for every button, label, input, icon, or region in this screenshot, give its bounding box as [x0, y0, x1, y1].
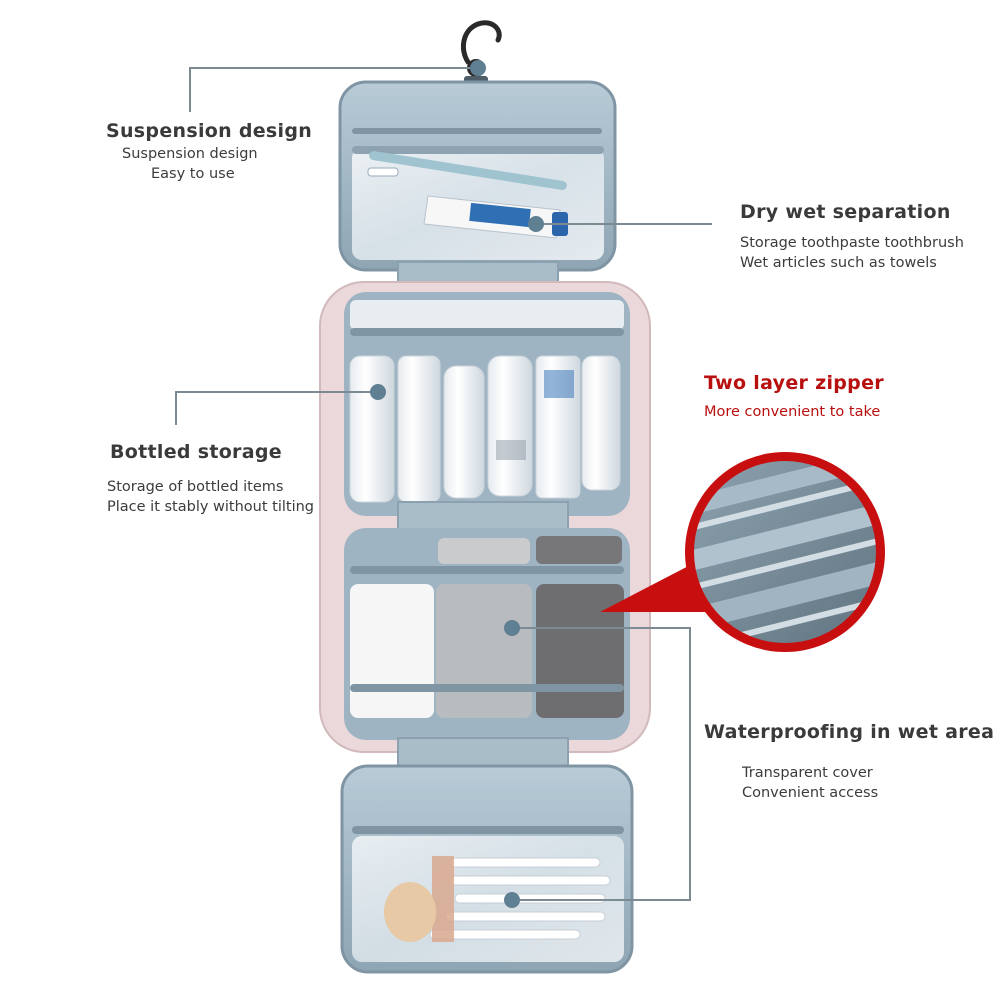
callout-lines: [175, 67, 712, 901]
bottom-panel: [340, 737, 634, 974]
toothbrush-icon: [367, 151, 567, 190]
bottle-icon: [349, 355, 621, 503]
desc-line: Storage of bottled items: [107, 479, 284, 495]
feature-waterproofing: Waterproofing in wet area Transparent co…: [704, 721, 996, 803]
desc-line: Place it stably without tilting: [107, 499, 315, 515]
feature-title: Bottled storage: [110, 441, 282, 463]
toothpaste-icon: [423, 195, 568, 239]
desc-line: Storage toothpaste toothbrush: [740, 235, 964, 251]
main-bag-body: [319, 281, 651, 753]
desc-line: Suspension design: [122, 146, 258, 162]
feature-suspension: Suspension design Suspension design Easy…: [106, 120, 316, 184]
feature-desc: Transparent cover Convenient access: [704, 763, 996, 803]
desc-line: More convenient to take: [704, 404, 881, 420]
desc-line: Wet articles such as towels: [740, 255, 937, 271]
feature-title: Two layer zipper: [704, 372, 884, 394]
desc-line: Transparent cover: [742, 765, 873, 781]
feature-title: Dry wet separation: [740, 201, 951, 223]
top-panel: [338, 80, 617, 297]
feature-dry-wet: Dry wet separation Storage toothpaste to…: [740, 201, 990, 273]
callout-dots: [370, 60, 544, 908]
feature-desc: Storage toothpaste toothbrush Wet articl…: [740, 233, 990, 273]
desc-line: Convenient access: [742, 785, 879, 801]
feature-desc: More convenient to take: [704, 402, 954, 422]
feature-desc: Suspension design Easy to use: [106, 144, 316, 184]
feature-two-layer-zipper: Two layer zipper More convenient to take: [704, 372, 954, 422]
feature-bottled: Bottled storage Storage of bottled items…: [107, 441, 340, 517]
feature-title: Waterproofing in wet area: [704, 721, 995, 743]
feature-desc: Storage of bottled items Place it stably…: [107, 477, 340, 517]
desc-line: Easy to use: [151, 166, 235, 182]
feature-title: Suspension design: [106, 120, 313, 142]
